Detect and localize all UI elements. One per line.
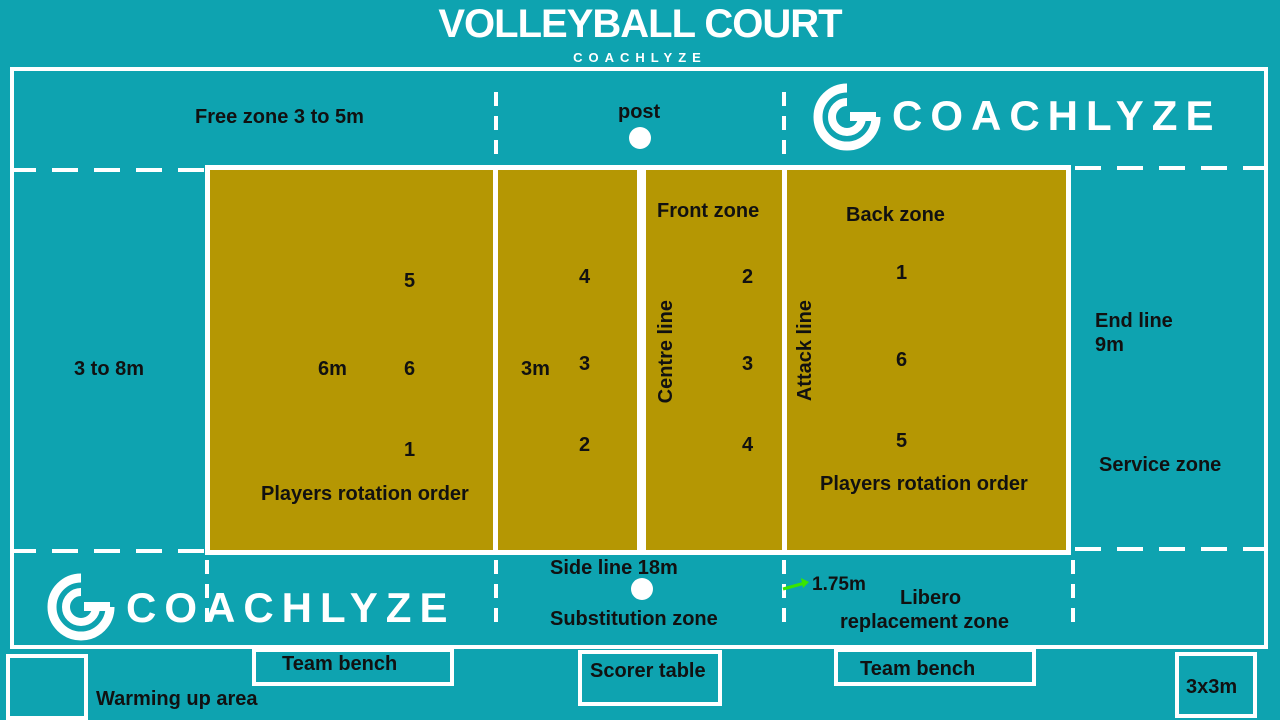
bottom-zone-divider-1 (205, 560, 209, 630)
top-zone-divider-right (782, 92, 786, 162)
team-bench-right (834, 648, 1036, 686)
team-bench-left-label: Team bench (282, 653, 398, 675)
rotation-order-left: Players rotation order (261, 483, 469, 505)
libero-label-line1: Libero (900, 587, 962, 609)
team-bench-right-label: Team bench (860, 658, 976, 680)
scorer-table (578, 650, 722, 706)
post-top (629, 127, 651, 149)
libero-distance: 1.75m (812, 574, 866, 595)
rotation-order-right: Players rotation order (820, 473, 1028, 495)
position-number: 3 (742, 353, 754, 375)
coachlyze-logo-icon (812, 82, 882, 152)
page-subtitle: COACHLYZE (573, 50, 707, 65)
centre-line-right (641, 165, 646, 555)
centre-line-left (637, 165, 642, 555)
top-dashed-line-right (1075, 166, 1268, 170)
free-zone-label: Free zone 3 to 5m (195, 106, 364, 128)
box-3x3-label: 3x3m (1186, 676, 1238, 698)
box-3x3 (1175, 652, 1257, 718)
service-zone-label: Service zone (1099, 454, 1222, 476)
dimension-3m: 3m (521, 358, 550, 380)
side-line-label: Side line 18m (550, 557, 678, 579)
position-number: 1 (896, 262, 908, 284)
back-zone-label: Back zone (846, 204, 945, 226)
right-attack-line (782, 165, 787, 555)
attack-line-label: Attack line (794, 300, 816, 402)
front-zone-label: Front zone (657, 200, 760, 222)
team-bench-left (252, 648, 454, 686)
coachlyze-logo-text: COACHLYZE (892, 92, 1222, 139)
position-number: 5 (896, 430, 908, 452)
arrow-icon (781, 577, 811, 593)
page-title: VOLLEYBALL COURT (438, 2, 842, 46)
end-line-label: End line (1095, 310, 1173, 332)
scorer-table-label: Scorer table (590, 660, 706, 682)
bottom-zone-divider-2 (494, 560, 498, 630)
bottom-zone-divider-3 (782, 560, 786, 630)
dimension-6m: 6m (318, 358, 347, 380)
centre-line-label: Centre line (655, 300, 677, 404)
end-line-length: 9m (1095, 334, 1124, 356)
warming-up-box (6, 654, 88, 720)
position-number: 3 (579, 353, 591, 375)
coachlyze-logo-icon (46, 572, 116, 642)
coachlyze-logo-text-bottom: COACHLYZE (126, 584, 456, 631)
bottom-zone-divider-4 (1071, 560, 1075, 630)
position-number: 2 (742, 266, 754, 288)
position-number: 5 (404, 270, 416, 292)
bottom-dashed-line (10, 549, 205, 553)
left-free-zone-label: 3 to 8m (74, 358, 145, 380)
left-attack-line (493, 165, 498, 555)
position-number: 4 (742, 434, 754, 456)
libero-label-line2: replacement zone (840, 611, 1009, 633)
position-number: 6 (896, 349, 908, 371)
top-zone-divider-left (494, 92, 498, 162)
position-number: 2 (579, 434, 591, 456)
bottom-dashed-line-right (1075, 547, 1268, 551)
position-number: 4 (579, 266, 591, 288)
warming-up-label: Warming up area (96, 688, 258, 710)
position-number: 6 (404, 358, 416, 380)
post-bottom (631, 578, 653, 600)
position-number: 1 (404, 439, 416, 461)
post-label-top: post (618, 101, 661, 123)
substitution-zone-label: Substitution zone (550, 608, 718, 630)
outer-boundary (10, 67, 1268, 649)
top-dashed-line (10, 168, 205, 172)
